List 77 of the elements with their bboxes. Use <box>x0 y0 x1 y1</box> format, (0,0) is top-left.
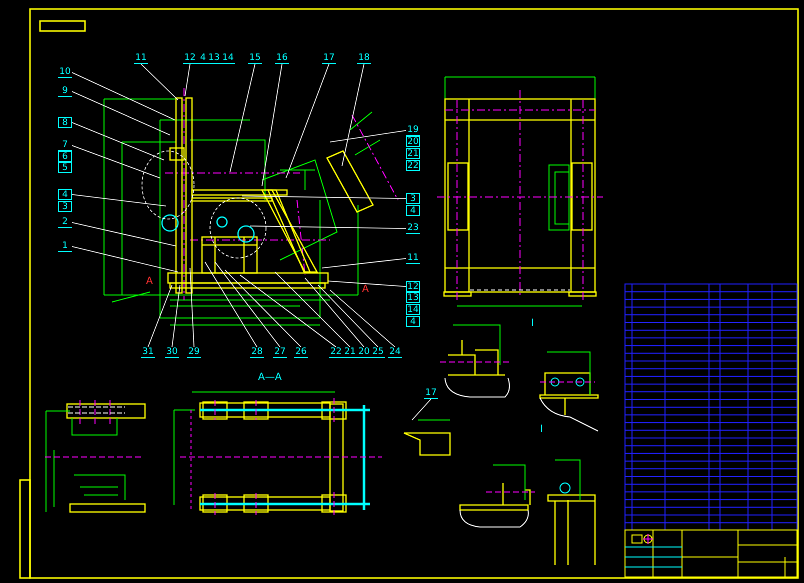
callout-number: 4 <box>406 205 420 216</box>
callout-number: 2 <box>58 217 72 228</box>
leader-line <box>342 64 364 166</box>
callout-number: 4 <box>406 316 420 327</box>
callout-number: 3 <box>58 201 72 212</box>
callout-number: 11 <box>134 53 148 64</box>
view-label: A—A <box>258 372 282 383</box>
leader-line <box>330 130 406 142</box>
leader-line <box>214 262 280 348</box>
callout-number: 29 <box>187 347 201 358</box>
view-label: A <box>362 284 369 295</box>
callout-number: 11 <box>406 253 420 264</box>
leader-line <box>274 272 350 348</box>
leader-line <box>250 226 406 229</box>
leader-line <box>262 64 282 186</box>
leader-line <box>140 64 178 100</box>
callout-number: 4 <box>58 189 72 200</box>
leader-line <box>190 268 194 348</box>
leader-line <box>72 122 164 160</box>
callout-number: 20 <box>357 347 371 358</box>
callout-number: 30 <box>165 347 179 358</box>
leader-line <box>72 145 160 178</box>
callout-number: 13 <box>207 53 221 64</box>
leader-line <box>172 284 180 348</box>
callout-number: 8 <box>58 117 72 128</box>
callout-number: 14 <box>221 53 235 64</box>
callout-number: 22 <box>329 347 343 358</box>
callout-number: 12 <box>183 53 197 64</box>
callout-number: 7 <box>58 140 72 151</box>
callout-number: 24 <box>388 347 402 358</box>
callout-number: 6 <box>58 151 72 162</box>
leader-line <box>240 274 336 348</box>
leader-line <box>224 270 302 348</box>
callout-number: 14 <box>406 304 420 315</box>
leader-line <box>330 290 396 348</box>
callout-number: 28 <box>250 347 264 358</box>
callout-number: 22 <box>406 160 420 171</box>
leader-line <box>72 246 178 272</box>
leader-line <box>204 262 258 348</box>
leader-line <box>72 72 176 120</box>
leader-line <box>184 64 190 96</box>
callout-number: 21 <box>343 347 357 358</box>
view-label: A <box>146 276 153 287</box>
view-label: I <box>531 318 534 329</box>
callout-number: 26 <box>294 347 308 358</box>
leader-line <box>230 64 256 172</box>
callout-number: 3 <box>406 193 420 204</box>
leader-line <box>148 284 172 348</box>
leader-line <box>72 222 176 246</box>
callout-number: 10 <box>58 67 72 78</box>
callout-number: 19 <box>406 125 420 136</box>
callout-number: 16 <box>275 53 289 64</box>
leader-line <box>72 91 170 136</box>
leader-line <box>304 278 364 348</box>
leader-line <box>318 284 378 348</box>
callout-number: 17 <box>322 53 336 64</box>
callout-number: 5 <box>58 162 72 173</box>
callout-number: 15 <box>248 53 262 64</box>
callout-number: 13 <box>406 292 420 303</box>
callout-number: 9 <box>58 86 72 97</box>
callout-number: 21 <box>406 148 420 159</box>
leader-line <box>412 398 432 420</box>
callout-number: 27 <box>273 347 287 358</box>
leader-line <box>72 194 166 206</box>
callout-number: 31 <box>141 347 155 358</box>
callout-number: 25 <box>371 347 385 358</box>
callout-number: 12 <box>406 281 420 292</box>
leader-line <box>242 196 406 199</box>
leader-line <box>322 258 406 268</box>
callout-number: 20 <box>406 136 420 147</box>
view-label: I <box>540 424 543 435</box>
callout-number: 23 <box>406 223 420 234</box>
leader-line <box>328 280 406 287</box>
leader-line <box>286 64 330 178</box>
callout-number: 1 <box>58 241 72 252</box>
callout-number: 17 <box>424 388 438 399</box>
callout-number: 18 <box>357 53 371 64</box>
